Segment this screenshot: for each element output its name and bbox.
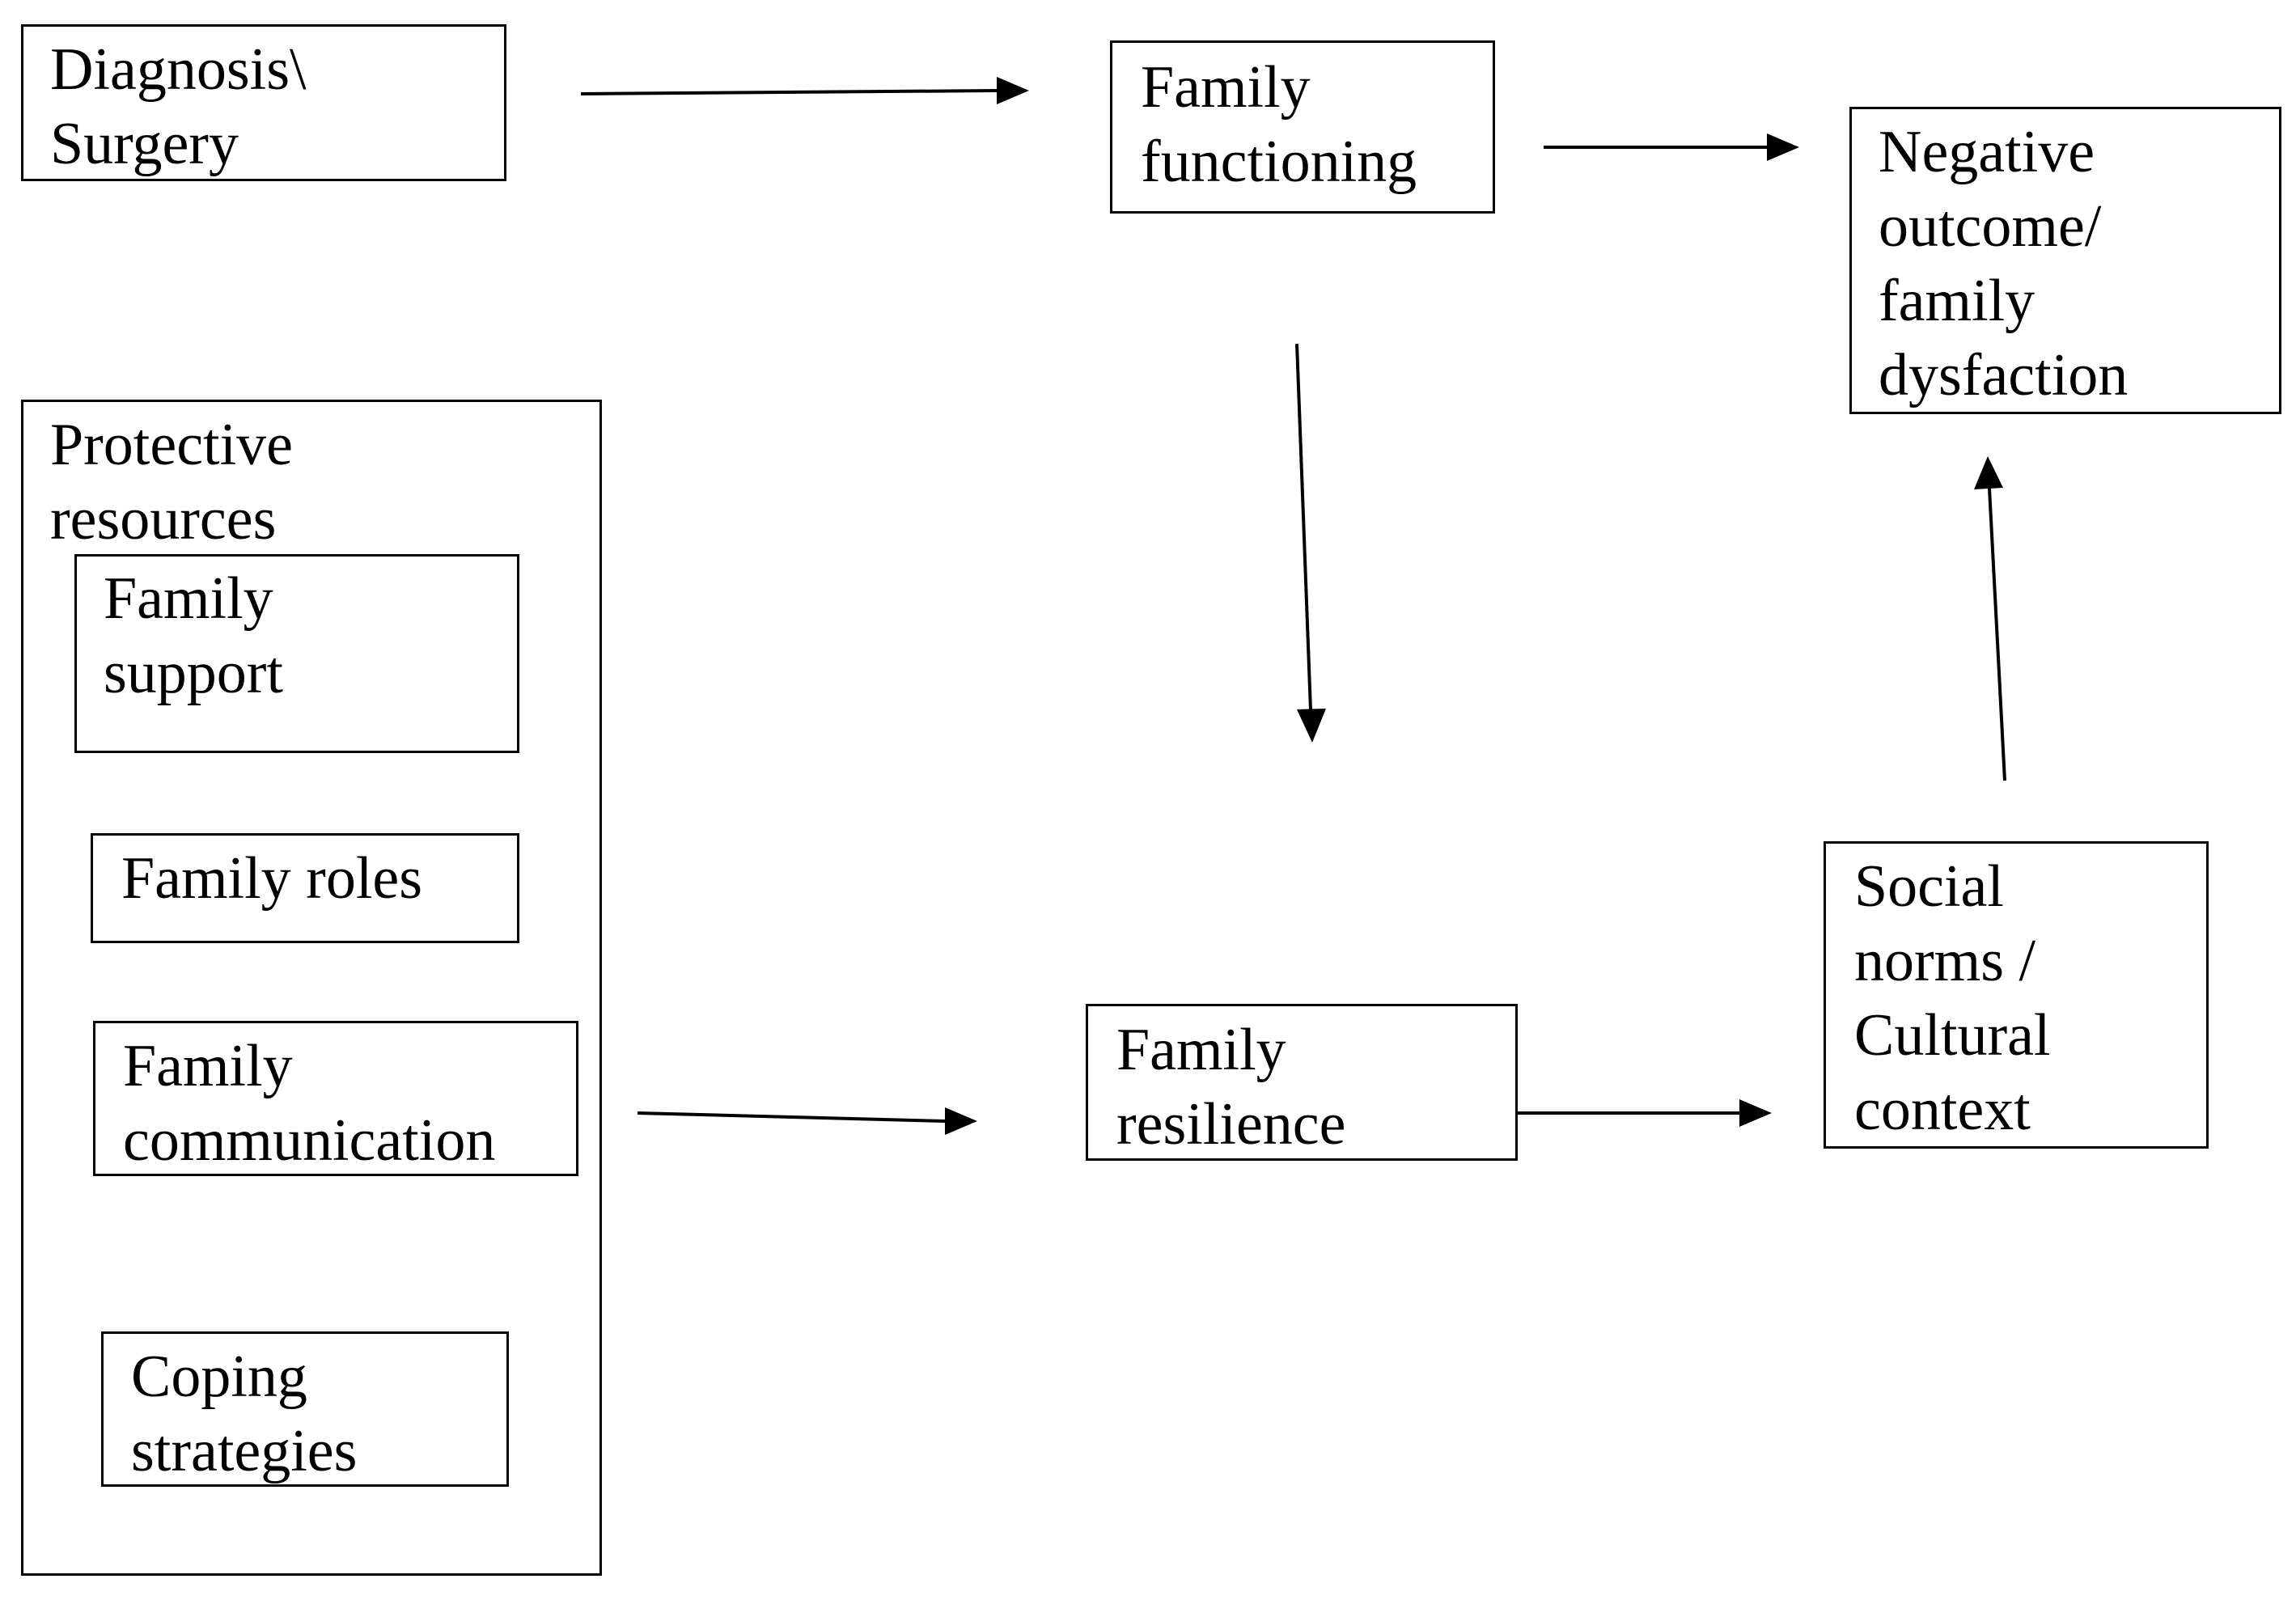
arrow-protective-to-resilience xyxy=(637,1107,977,1135)
arrow-resilience-to-social-norms xyxy=(1517,1099,1772,1127)
family-functioning-box xyxy=(1110,40,1495,214)
diagnosis-surgery-box xyxy=(21,24,506,181)
coping-strategies-label: Coping strategies xyxy=(131,1344,358,1484)
family-resilience-box xyxy=(1086,1004,1518,1161)
social-norms-box xyxy=(1824,841,2209,1149)
family-roles-box xyxy=(91,833,519,943)
family-functioning-label: Family functioning xyxy=(1141,54,1417,195)
protective-resources-label: Protective resources xyxy=(50,412,294,552)
social-norms-label: Social norms / Cultural context xyxy=(1854,853,2051,1143)
family-resilience-label: Family resilience xyxy=(1116,1017,1346,1158)
arrow-functioning-to-resilience xyxy=(1295,343,1326,743)
arrow-social-norms-to-negative-outcome xyxy=(1974,456,2006,781)
diagnosis-surgery-label: Diagnosis\ Surgery xyxy=(50,36,307,177)
family-support-box xyxy=(74,554,519,753)
arrow-functioning-to-negative-outcome xyxy=(1544,133,1799,161)
arrow-diagnosis-to-functioning xyxy=(580,77,1029,104)
coping-strategies-box xyxy=(101,1331,509,1487)
family-communication-label: Family communication xyxy=(123,1033,496,1174)
family-support-label: Family support xyxy=(104,565,283,706)
negative-outcome-box xyxy=(1849,107,2281,414)
family-roles-label: Family roles xyxy=(121,845,423,912)
family-communication-box xyxy=(93,1021,578,1176)
negative-outcome-label: Negative outcome/ family dysfaction xyxy=(1879,119,2129,408)
